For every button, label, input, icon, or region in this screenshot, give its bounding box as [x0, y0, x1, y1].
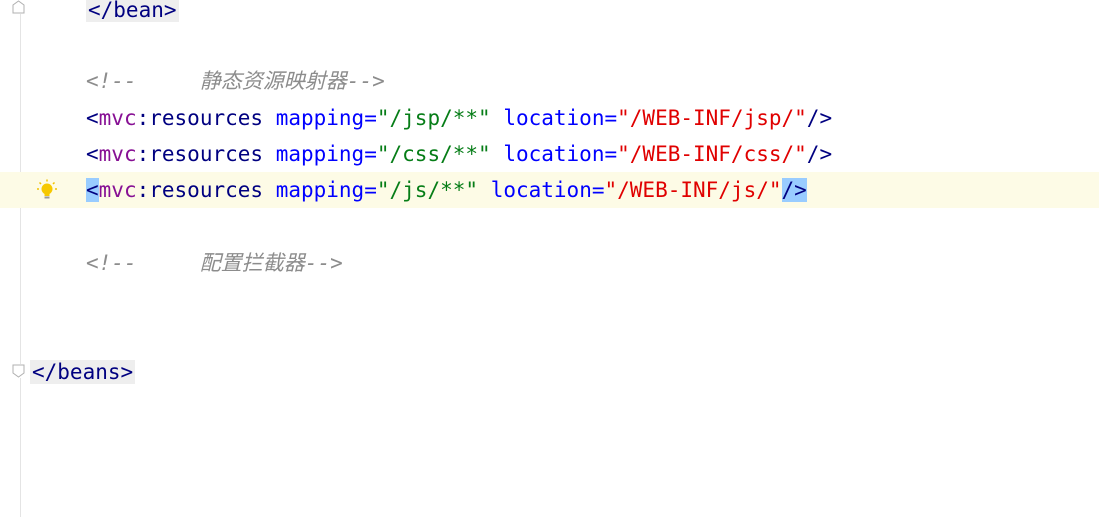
xml-comment: <!-- 配置拦截器-->: [86, 245, 343, 281]
location-value: "/WEB-INF/jsp/": [617, 106, 807, 130]
tag-self-close: />: [806, 142, 833, 166]
tag-colon: :: [136, 106, 150, 130]
comment-text: 静态资源映射器: [199, 69, 347, 93]
tag-namespace: mvc: [98, 178, 137, 202]
comment-open: <!--: [86, 251, 137, 275]
comment-open: <!--: [86, 69, 137, 93]
location-value: "/WEB-INF/css/": [617, 142, 807, 166]
tag-namespace: mvc: [98, 106, 137, 130]
mvc-resources-css: <mvc:resources mapping="/css/**" locatio…: [86, 136, 832, 172]
attr-equals: =: [364, 106, 377, 130]
mvc-resources-js: <mvc:resources mapping="/js/**" location…: [86, 172, 807, 208]
fold-marker-icon[interactable]: [12, 364, 25, 378]
tag-namespace: mvc: [98, 142, 137, 166]
tag-self-close: />: [781, 178, 807, 202]
comment-close: -->: [304, 251, 343, 275]
beans-close-tag: </beans>: [30, 360, 136, 384]
lightbulb-icon[interactable]: [37, 179, 57, 201]
xml-comment: <!-- 静态资源映射器-->: [86, 63, 385, 99]
attr-equals: =: [604, 142, 618, 166]
attr-mapping: mapping: [275, 142, 365, 166]
mapping-value: "/js/**": [376, 178, 479, 202]
location-value: "/WEB-INF/js/": [604, 178, 782, 202]
code-line[interactable]: <mvc:resources mapping="/jsp/**" locatio…: [0, 100, 1099, 136]
mapping-value: "/css/**": [376, 142, 491, 166]
comment-text: 配置拦截器: [199, 251, 305, 275]
attr-mapping: mapping: [275, 178, 365, 202]
tag-colon: :: [136, 178, 150, 202]
attr-mapping: mapping: [275, 106, 365, 130]
tag-name: resources: [149, 178, 264, 202]
attr-equals: =: [604, 106, 618, 130]
attr-location: location: [490, 178, 592, 202]
code-line[interactable]: <mvc:resources mapping="/css/**" locatio…: [0, 136, 1099, 172]
code-line[interactable]: </beans>: [0, 354, 1099, 390]
editor-gutter: [20, 0, 21, 517]
comment-close: -->: [346, 69, 385, 93]
tag-name: resources: [149, 142, 264, 166]
attr-equals: =: [364, 142, 377, 166]
bean-close-tag: </bean>: [86, 0, 179, 22]
attr-location: location: [503, 142, 605, 166]
attr-equals: =: [591, 178, 605, 202]
tag-colon: :: [136, 142, 150, 166]
tag-open: <: [86, 178, 99, 202]
mvc-resources-jsp: <mvc:resources mapping="/jsp/**" locatio…: [86, 100, 832, 136]
mapping-value: "/jsp/**": [376, 106, 491, 130]
code-line[interactable]: <!-- 配置拦截器-->: [0, 245, 1099, 281]
tag-name: resources: [149, 106, 264, 130]
attr-location: location: [503, 106, 605, 130]
tag-self-close: />: [806, 106, 833, 130]
tag-open: <: [86, 106, 99, 130]
fold-marker-icon[interactable]: [12, 0, 25, 14]
attr-equals: =: [364, 178, 377, 202]
code-line[interactable]: </bean>: [0, 0, 1099, 28]
code-line[interactable]: <!-- 静态资源映射器-->: [0, 63, 1099, 99]
tag-open: <: [86, 142, 99, 166]
current-code-line[interactable]: <mvc:resources mapping="/js/**" location…: [0, 172, 1099, 208]
